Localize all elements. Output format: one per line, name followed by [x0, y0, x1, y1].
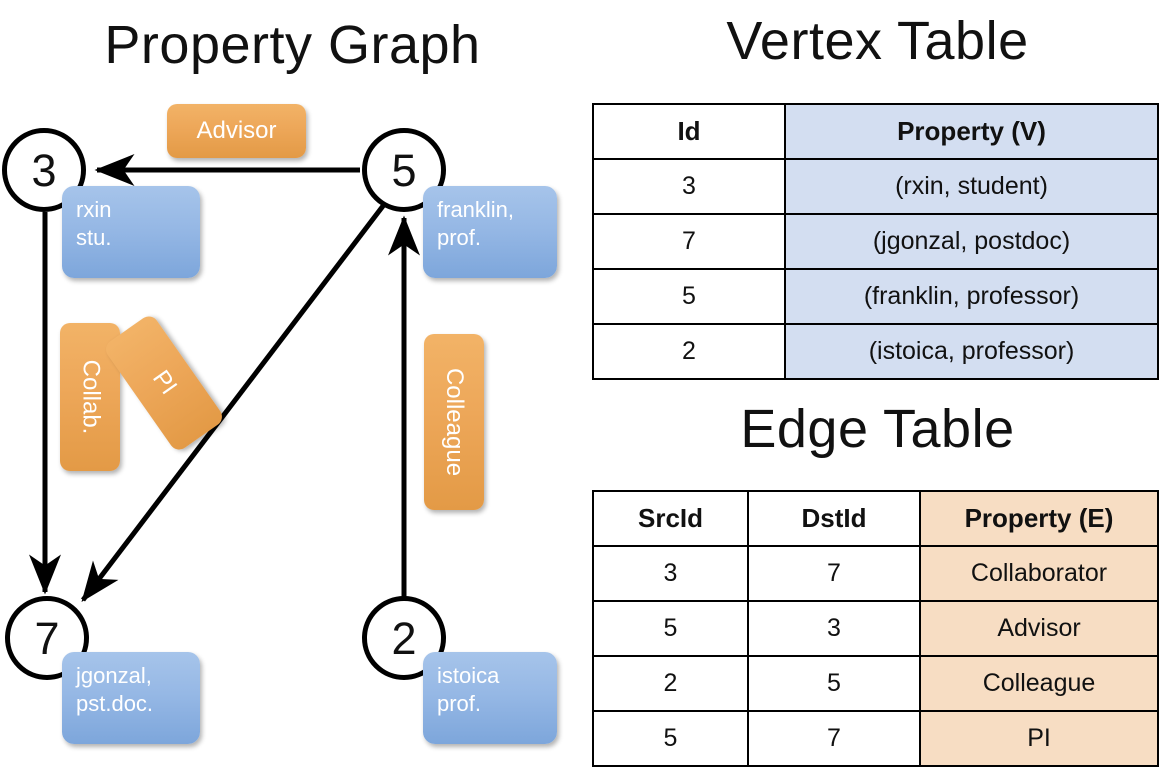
vertex-cell-id: 3 — [592, 158, 786, 215]
edge-table: SrcId DstId Property (E) 3 7 Collaborato… — [592, 490, 1159, 767]
vertex-property-box-jgonzal: jgonzal, pst.doc. — [62, 652, 200, 744]
table-row: 3 (rxin, student) — [592, 158, 1159, 215]
vertex-table-header-id: Id — [592, 103, 786, 160]
table-row: 7 (jgonzal, postdoc) — [592, 213, 1159, 270]
edge-cell-property: Advisor — [919, 600, 1159, 657]
graph-node-2[interactable]: 2 — [362, 596, 446, 680]
table-row: 5 7 PI — [592, 710, 1159, 767]
edge-cell-srcid: 2 — [592, 655, 749, 712]
edge-label-advisor: Advisor — [167, 104, 306, 158]
edge-cell-property: Colleague — [919, 655, 1159, 712]
edge-cell-srcid: 5 — [592, 710, 749, 767]
vertex-property-rxin-line1: rxin — [76, 197, 112, 222]
edge-line-5-to-7 — [81, 200, 388, 602]
graph-node-7-label: 7 — [34, 612, 60, 664]
page-title-property-graph: Property Graph — [104, 15, 481, 75]
vertex-property-box-istoica: istoica prof. — [423, 652, 557, 744]
vertex-cell-property: (rxin, student) — [784, 158, 1159, 215]
graph-edges-svg — [29, 154, 420, 602]
edge-label-colleague: Colleague — [424, 334, 484, 510]
vertex-property-istoica-line2: prof. — [437, 691, 482, 717]
table-row: 5 (franklin, professor) — [592, 268, 1159, 325]
edge-table-header-srcid: SrcId — [592, 490, 749, 547]
graph-node-5[interactable]: 5 — [362, 128, 446, 212]
graph-node-5-label: 5 — [391, 144, 417, 196]
edge-label-collab-text: Collab. — [77, 359, 104, 435]
graph-node-3-label: 3 — [31, 144, 57, 196]
edge-cell-srcid: 3 — [592, 545, 749, 602]
vertex-table: Id Property (V) 3 (rxin, student) 7 (jgo… — [592, 103, 1159, 380]
graph-node-2-label: 2 — [391, 612, 417, 664]
table-row: 2 5 Colleague — [592, 655, 1159, 712]
table-row: 3 7 Collaborator — [592, 545, 1159, 602]
vertex-property-franklin-line1: franklin, — [437, 197, 515, 222]
edge-label-pi-text: PI — [146, 365, 182, 400]
vertex-property-istoica-line1: istoica — [437, 663, 500, 688]
vertex-property-rxin-line2: stu. — [76, 225, 112, 251]
edge-cell-dstid: 3 — [747, 600, 921, 657]
edge-table-header-property: Property (E) — [919, 490, 1159, 547]
property-graph-diagram: 3 5 7 2 rxin stu. franklin, prof. jgonza… — [0, 0, 585, 760]
vertex-cell-id: 2 — [592, 323, 786, 380]
edge-cell-property: Collaborator — [919, 545, 1159, 602]
vertex-cell-id: 5 — [592, 268, 786, 325]
vertex-property-box-franklin: franklin, prof. — [423, 186, 557, 278]
edge-cell-srcid: 5 — [592, 600, 749, 657]
vertex-property-jgonzal-line2: pst.doc. — [76, 691, 154, 717]
vertex-property-franklin-line2: prof. — [437, 225, 482, 251]
vertex-cell-property: (istoica, professor) — [784, 323, 1159, 380]
vertex-table-header-row: Id Property (V) — [592, 103, 1159, 160]
vertex-property-jgonzal-line1: jgonzal, — [76, 663, 152, 688]
vertex-cell-property: (jgonzal, postdoc) — [784, 213, 1159, 270]
edge-cell-dstid: 5 — [747, 655, 921, 712]
table-row: 2 (istoica, professor) — [592, 323, 1159, 380]
edge-cell-dstid: 7 — [747, 545, 921, 602]
edge-cell-dstid: 7 — [747, 710, 921, 767]
vertex-cell-property: (franklin, professor) — [784, 268, 1159, 325]
vertex-cell-id: 7 — [592, 213, 786, 270]
table-row: 5 3 Advisor — [592, 600, 1159, 657]
edge-table-header-row: SrcId DstId Property (E) — [592, 490, 1159, 547]
edge-cell-property: PI — [919, 710, 1159, 767]
edge-label-colleague-text: Colleague — [441, 367, 468, 477]
page-title-vertex-table: Vertex Table — [726, 11, 1029, 71]
page-title-edge-table: Edge Table — [740, 399, 1015, 459]
edge-label-advisor-text: Advisor — [196, 117, 277, 144]
vertex-table-header-property: Property (V) — [784, 103, 1159, 160]
vertex-property-box-rxin: rxin stu. — [62, 186, 200, 278]
edge-table-header-dstid: DstId — [747, 490, 921, 547]
